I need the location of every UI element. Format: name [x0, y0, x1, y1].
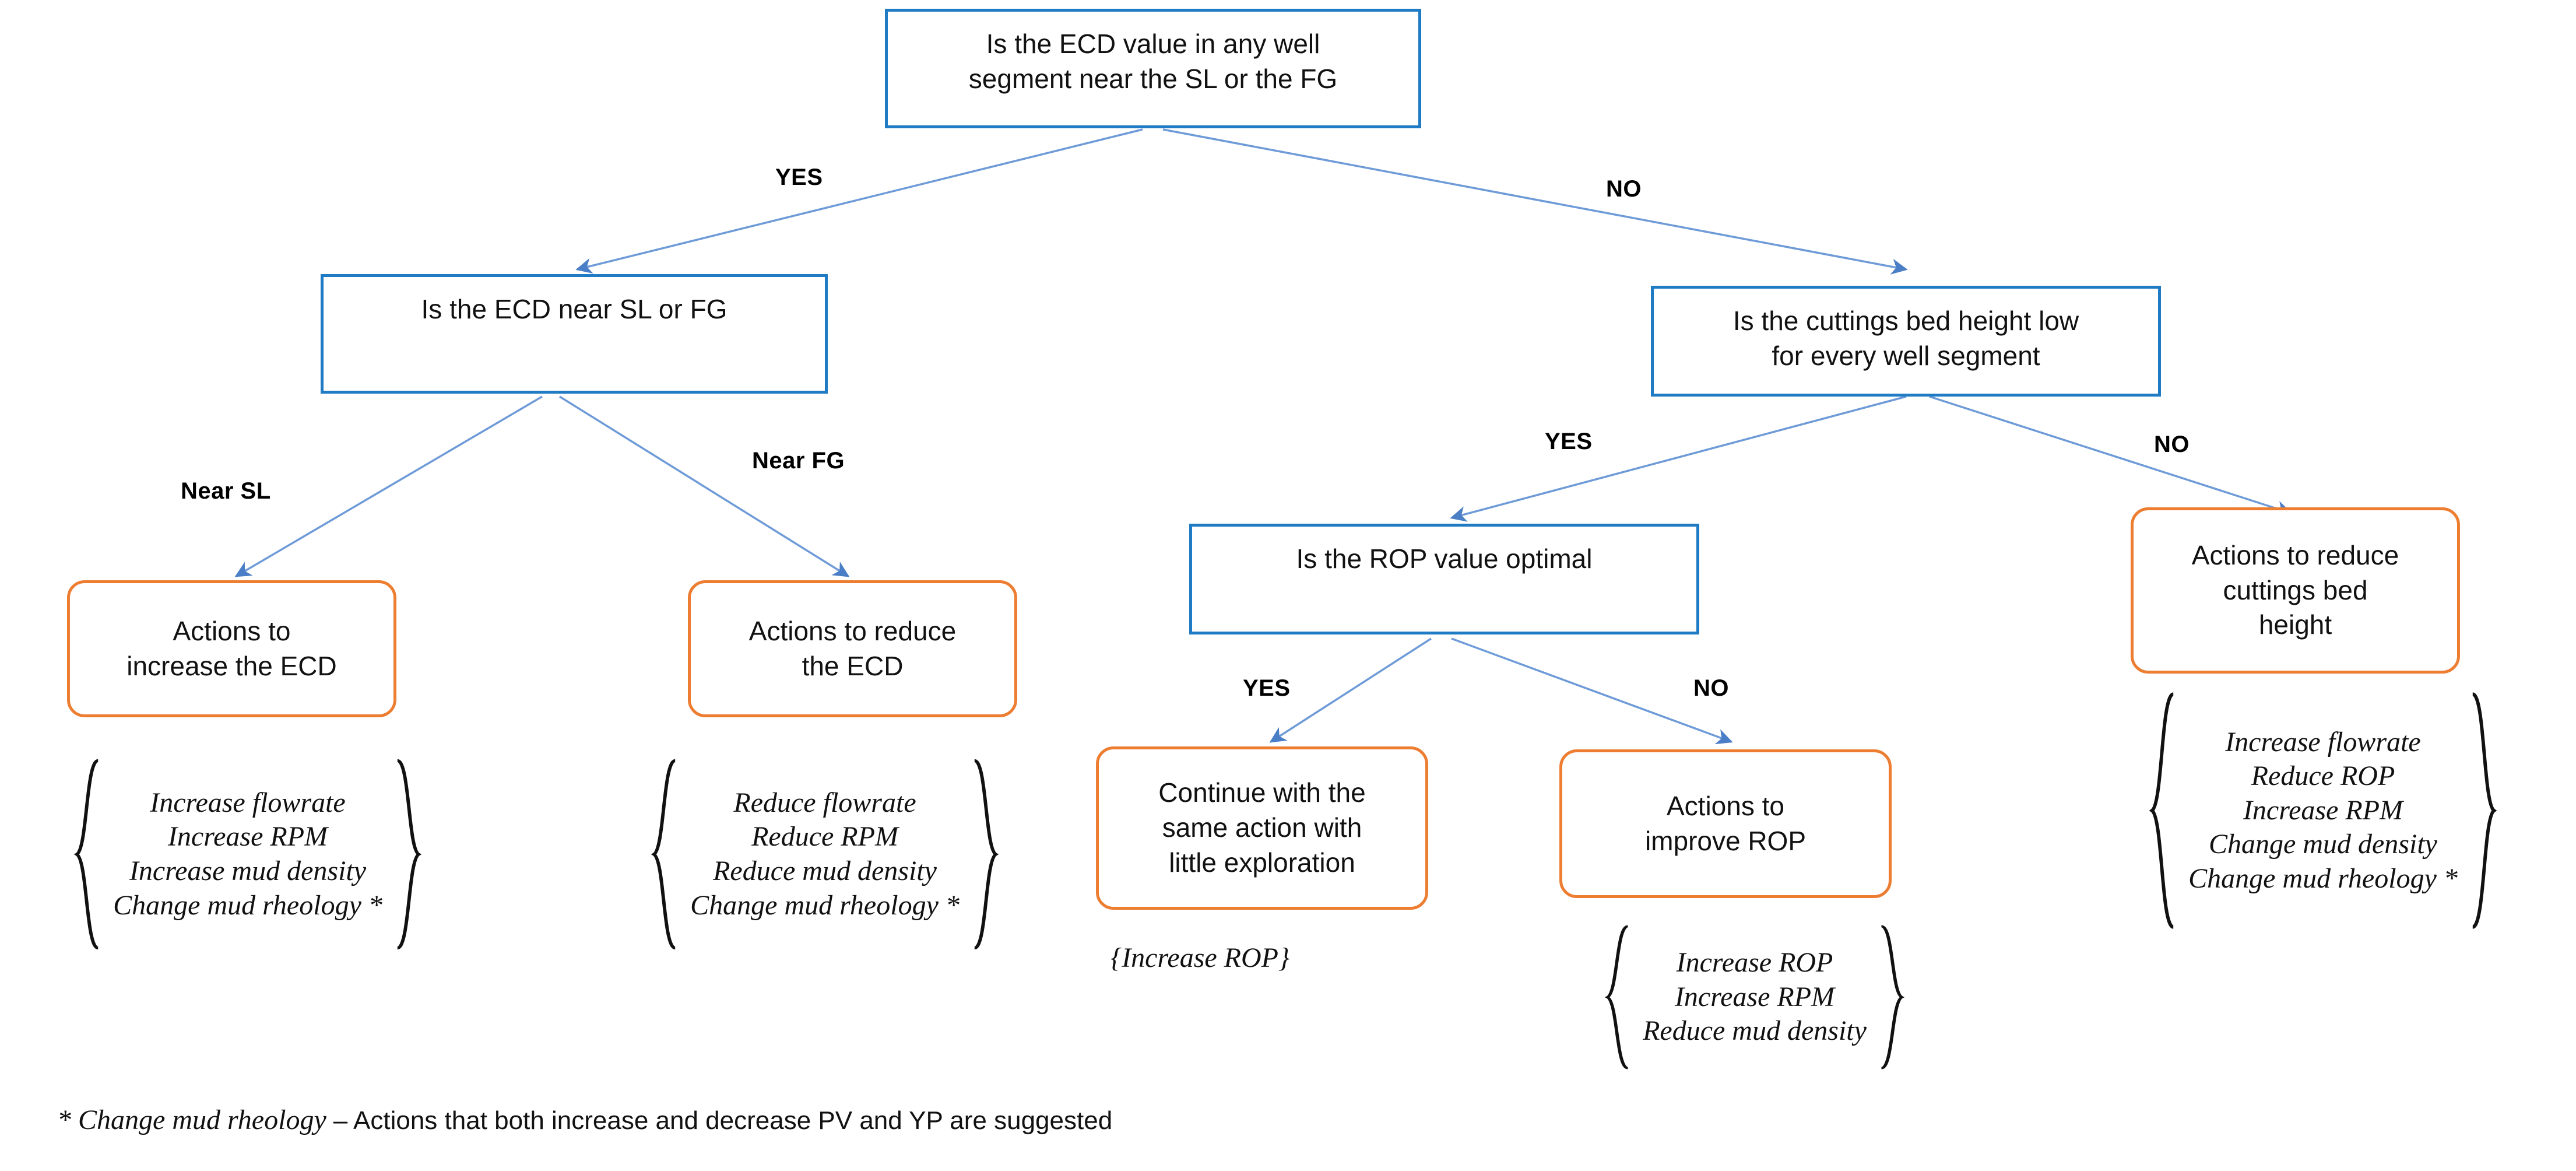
right-brace-icon [1877, 924, 1906, 1070]
left-brace-icon [649, 758, 680, 951]
action-list-improve-rop-text: Increase ROP Increase RPM Reduce mud den… [1643, 947, 1867, 1047]
node-is-rop-value-optimal[interactable]: Is the ROP value optimal [1189, 524, 1699, 634]
action-list-reduce-cuttings-bed-text: Increase flowrate Reduce ROP Increase RP… [2188, 726, 2458, 894]
node-actions-to-reduce-ecd-label: Actions to reduce the ECD [748, 615, 957, 681]
action-list-reduce-cuttings-bed: Increase flowrate Reduce ROP Increase RP… [2075, 691, 2571, 930]
action-list-increase-ecd: Increase flowrate Increase RPM Increase … [6, 758, 490, 951]
action-list-reduce-ecd-text: Reduce flowrate Reduce RPM Reduce mud de… [690, 787, 960, 921]
edge-label-root-no: NO [1606, 176, 1642, 202]
right-brace-icon [393, 758, 423, 951]
footnote: * Change mud rheology – Actions that bot… [57, 1104, 1112, 1136]
node-actions-to-increase-ecd[interactable]: Actions to increase the ECD [67, 580, 396, 717]
node-actions-to-reduce-cuttings-bed[interactable]: Actions to reduce cuttings bed height [2131, 507, 2460, 674]
node-actions-to-reduce-cuttings-bed-label: Actions to reduce cuttings bed height [2191, 539, 2399, 640]
node-root[interactable]: Is the ECD value in any well segment nea… [885, 9, 1421, 128]
node-is-ecd-near-sl-or-fg-label: Is the ECD near SL or FG [421, 294, 728, 324]
footnote-italic-part: * Change mud rheology [57, 1105, 333, 1135]
action-list-increase-ecd-text: Increase flowrate Increase RPM Increase … [113, 787, 382, 921]
edge-label-rop-yes: YES [1243, 675, 1291, 701]
node-actions-to-improve-rop-label: Actions to improve ROP [1644, 790, 1807, 856]
node-root-label: Is the ECD value in any well segment nea… [968, 29, 1338, 94]
node-actions-to-improve-rop[interactable]: Actions to improve ROP [1559, 749, 1892, 898]
node-actions-to-reduce-ecd[interactable]: Actions to reduce the ECD [688, 580, 1017, 717]
action-list-reduce-ecd: Reduce flowrate Reduce RPM Reduce mud de… [589, 758, 1061, 951]
left-brace-icon [1603, 924, 1632, 1070]
action-list-continue-same-action: {Increase ROP} [1110, 942, 1290, 973]
edge-cuttings-no [1929, 395, 2293, 517]
node-continue-same-action[interactable]: Continue with the same action with littl… [1096, 746, 1428, 910]
edge-label-near-sl: Near SL [181, 478, 271, 504]
edge-rop-yes [1269, 637, 1432, 743]
edge-rop-no [1451, 637, 1733, 745]
edge-label-cuttings-no: NO [2154, 432, 2190, 457]
node-continue-same-action-label: Continue with the same action with littl… [1158, 777, 1366, 878]
node-actions-to-increase-ecd-label: Actions to increase the ECD [126, 615, 337, 681]
left-brace-icon [2148, 691, 2178, 930]
edge-cuttings-yes [1450, 395, 1907, 522]
edge-label-near-fg: Near FG [752, 448, 845, 474]
edge-label-rop-no: NO [1693, 675, 1729, 701]
edge-label-cuttings-yes: YES [1545, 429, 1593, 454]
edge-ecd-near-fg [559, 395, 850, 577]
left-brace-icon [72, 758, 103, 951]
edge-ecd-near-sl [234, 395, 543, 577]
edge-root-yes [575, 128, 1143, 274]
edge-root-no [1162, 128, 1908, 275]
node-is-ecd-near-sl-or-fg[interactable]: Is the ECD near SL or FG [321, 274, 828, 394]
edge-label-root-yes: YES [775, 164, 823, 190]
action-list-improve-rop: Increase ROP Increase RPM Reduce mud den… [1562, 924, 1947, 1070]
footnote-plain-part: – Actions that both increase and decreas… [333, 1106, 1113, 1135]
node-is-cuttings-bed-height-low-label: Is the cuttings bed height low for every… [1732, 306, 2079, 371]
node-is-rop-value-optimal-label: Is the ROP value optimal [1296, 544, 1593, 574]
right-brace-icon [2468, 691, 2498, 930]
node-is-cuttings-bed-height-low[interactable]: Is the cuttings bed height low for every… [1651, 286, 2161, 397]
right-brace-icon [970, 758, 1000, 951]
